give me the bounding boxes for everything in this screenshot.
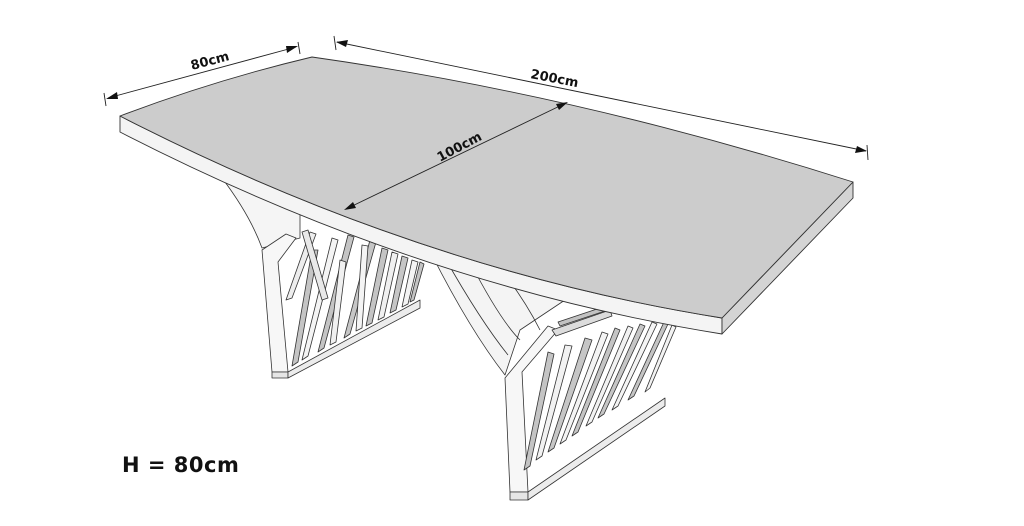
height-dimension-label: H = 80cm — [122, 453, 240, 477]
left-leg — [221, 177, 425, 379]
length-dimension-label: 200cm — [529, 67, 579, 91]
dimension-length — [333, 35, 869, 161]
arrowhead-icon — [336, 40, 348, 47]
dimension-center-width — [344, 102, 568, 210]
arrowhead-icon — [106, 92, 118, 99]
arrowhead-icon — [855, 146, 867, 153]
arrowhead-icon — [344, 202, 356, 210]
dimension-width — [103, 41, 301, 107]
arrowhead-icon — [556, 102, 568, 110]
right-leg — [431, 254, 677, 501]
tabletop — [119, 56, 854, 335]
arrowhead-icon — [286, 46, 298, 53]
